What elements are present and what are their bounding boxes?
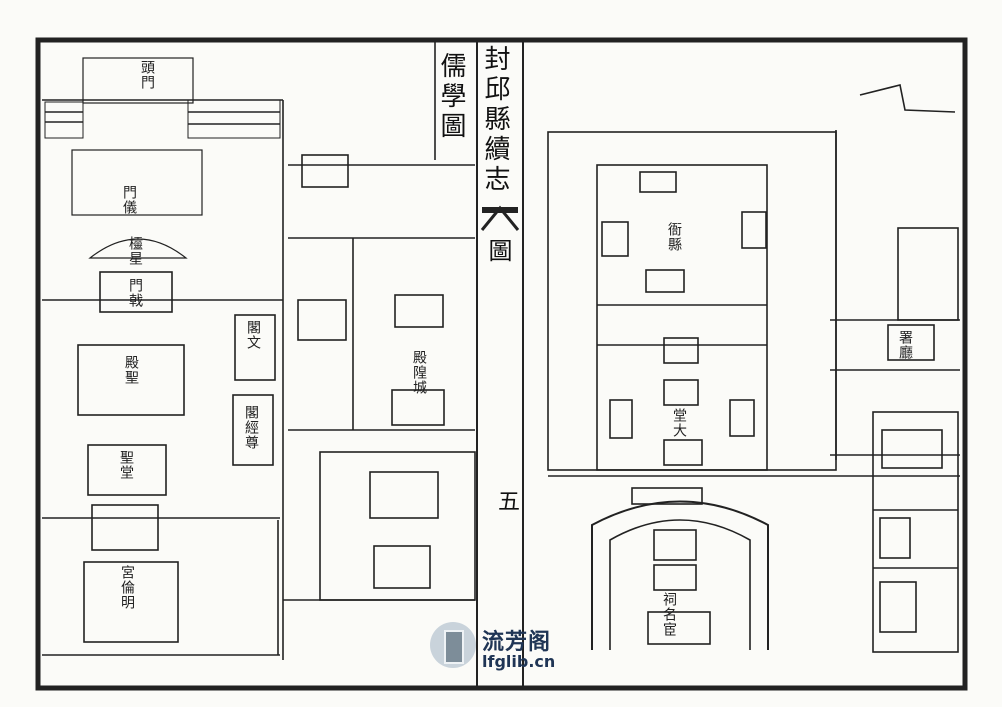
outer-border xyxy=(35,37,968,691)
label-yimen: 門儀 xyxy=(121,185,137,215)
label-lingxing: 欞星 xyxy=(127,236,143,266)
label-datang: 堂大 xyxy=(671,408,687,438)
label-wenge: 閣文 xyxy=(245,320,261,350)
label-dacheng: 殿聖 xyxy=(123,355,139,385)
label-jimen: 門戟 xyxy=(127,278,143,308)
label-zunjing: 閣經尊 xyxy=(243,405,259,450)
label-minghuan: 祠名宦 xyxy=(661,592,677,637)
label-xianya: 衙縣 xyxy=(666,222,682,252)
label-tingshu: 署廳 xyxy=(897,330,913,360)
watermark: 流芳阁 lfglib.cn xyxy=(430,622,580,672)
watermark-name: 流芳阁 xyxy=(482,630,552,655)
label-gate: 頭門 xyxy=(139,60,155,90)
watermark-url: lfglib.cn xyxy=(482,652,556,671)
school-plan-left xyxy=(42,57,476,660)
label-shengtang: 聖堂 xyxy=(118,450,134,480)
yamen-plan-right xyxy=(547,84,960,653)
page-number: 五 xyxy=(498,490,521,515)
label-chenghuang: 殿隍城 xyxy=(411,350,427,395)
book-logo-icon xyxy=(430,622,476,668)
book-title: 封邱縣續志 xyxy=(480,45,510,195)
map-title-school: 儒學圖 xyxy=(436,52,466,142)
tu-character: 圖 xyxy=(484,238,512,266)
label-minglun: 宮倫明 xyxy=(119,565,135,610)
